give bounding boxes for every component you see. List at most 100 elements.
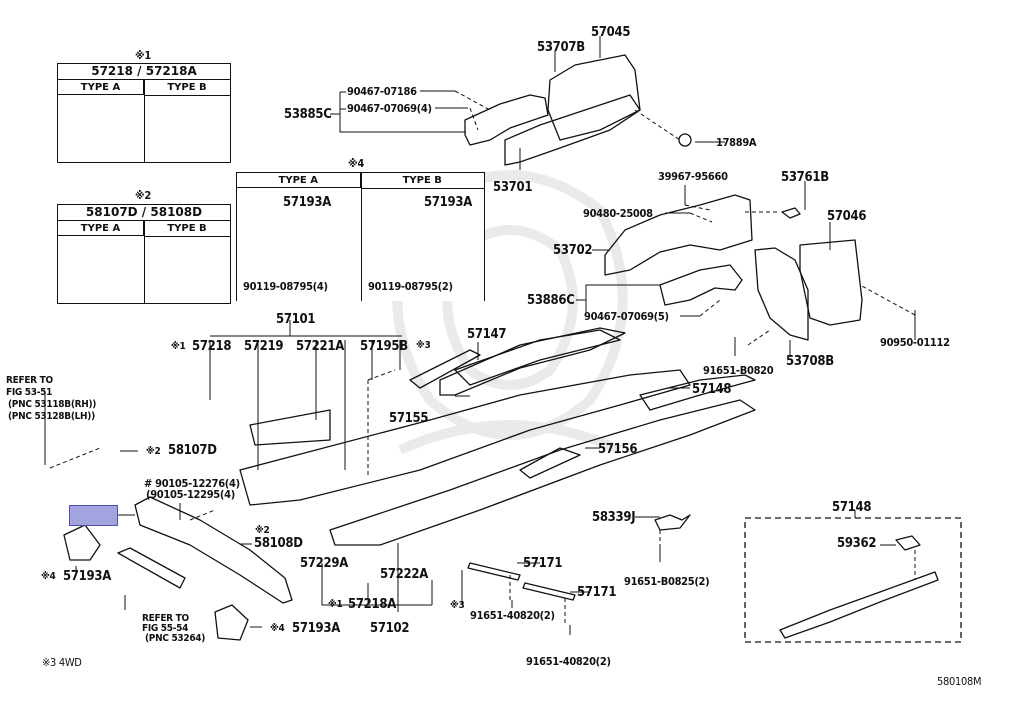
label-90467-07186[interactable]: 90467-07186 [347, 85, 417, 98]
part-57171-a [467, 562, 521, 581]
part-refer-55-54 [117, 547, 186, 589]
label-39967-95660[interactable]: 39967-95660 [658, 170, 728, 183]
label-53885c[interactable]: 53885C [284, 107, 332, 122]
label-90467-07069-4[interactable]: 90467-07069(4) [347, 102, 432, 115]
label-57102[interactable]: 57102 [370, 621, 410, 636]
label-57218-ref: ※1 [171, 341, 186, 352]
refer-fig-53-51-line3: (PNC 53118B(RH)) [8, 399, 97, 410]
table-2-divider [144, 221, 145, 303]
label-90119-08795-4[interactable]: 90119-08795(4) [243, 280, 328, 293]
label-53886c[interactable]: 53886C [527, 293, 575, 308]
variant-table-57218: 57218 / 57218A TYPE A TYPE B [57, 63, 231, 163]
table-1-divider [144, 80, 145, 162]
variant-table-58107d: 58107D / 58108D TYPE A TYPE B [57, 204, 231, 304]
table-2-title: 58107D / 58108D [58, 205, 230, 221]
label-53702[interactable]: 53702 [553, 243, 593, 258]
label-58107d[interactable]: 58107D [168, 443, 217, 458]
label-57155[interactable]: 57155 [389, 411, 429, 426]
label-53701[interactable]: 53701 [493, 180, 533, 195]
label-90105-12295[interactable]: (90105-12295(4) [146, 488, 235, 501]
highlighted-callout-box[interactable] [69, 505, 118, 526]
label-91651-b0820[interactable]: 91651-B0820 [703, 364, 774, 377]
label-57195b[interactable]: 57195B [360, 339, 408, 354]
label-57156[interactable]: 57156 [598, 442, 638, 457]
label-58107d-ref: ※2 [146, 446, 161, 457]
part-17889a [678, 133, 692, 147]
label-57046[interactable]: 57046 [827, 209, 867, 224]
label-57193a-left[interactable]: 57193A [63, 569, 111, 584]
label-58108d-ref: ※2 [255, 525, 270, 536]
label-90950-01112[interactable]: 90950-01112 [880, 336, 950, 349]
frame-assembly [239, 327, 756, 546]
label-57193a-type-b[interactable]: 57193A [424, 195, 472, 210]
label-90119-08795-2[interactable]: 90119-08795(2) [368, 280, 453, 293]
label-90480-25008[interactable]: 90480-25008 [583, 207, 653, 220]
refer-fig-55-54-line1[interactable]: REFER TO [142, 613, 189, 624]
label-57171-b[interactable]: 57171 [577, 585, 617, 600]
part-57147-body [454, 329, 621, 386]
table-1-ref-mark: ※1 [135, 49, 151, 62]
part-58339j [654, 514, 691, 531]
label-57193a-bottom[interactable]: 57193A [292, 621, 340, 636]
label-57193a-left-ref: ※4 [41, 571, 56, 582]
label-91651-b0825[interactable]: 91651-B0825(2) [624, 575, 710, 588]
table-2-type-a: TYPE A [58, 221, 144, 236]
table-4-type-b: TYPE B [360, 173, 484, 189]
label-53707b[interactable]: 53707B [537, 40, 585, 55]
label-57218a-ref: ※1 [328, 599, 343, 610]
refer-fig-53-51-line2[interactable]: FIG 53-51 [6, 387, 53, 398]
label-57147[interactable]: 57147 [467, 327, 507, 342]
part-57156 [519, 447, 581, 479]
label-57218a[interactable]: 57218A [348, 597, 396, 612]
label-59362[interactable]: 59362 [837, 536, 877, 551]
label-57193a-type-a[interactable]: 57193A [283, 195, 331, 210]
label-57148-rail[interactable]: 57148 [692, 382, 732, 397]
part-57046 [799, 239, 863, 326]
label-90105-12276[interactable]: # 90105-12276(4) [144, 477, 240, 490]
part-59362 [895, 535, 921, 551]
table-4-ref-mark: ※4 [348, 157, 364, 170]
part-53702 [604, 194, 753, 276]
footnote-4wd: ※3 4WD [42, 656, 82, 669]
label-57229a[interactable]: 57229A [300, 556, 348, 571]
label-58108d[interactable]: 58108D [254, 536, 303, 551]
part-53885c [464, 94, 549, 146]
label-57219[interactable]: 57219 [244, 339, 284, 354]
part-57148-rail [639, 374, 756, 411]
refer-fig-53-51-line1[interactable]: REFER TO [6, 375, 53, 386]
label-57045[interactable]: 57045 [591, 25, 631, 40]
part-57193a-bottom [214, 604, 249, 641]
part-53707b [547, 54, 641, 141]
label-57171-a[interactable]: 57171 [523, 556, 563, 571]
part-53701 [504, 94, 641, 166]
label-57218[interactable]: 57218 [192, 339, 232, 354]
label-91651-40820-a[interactable]: 91651-40820(2) [470, 609, 555, 622]
label-17889a[interactable]: 17889A [716, 136, 757, 149]
part-57155 [409, 349, 481, 389]
label-53708b[interactable]: 53708B [786, 354, 834, 369]
part-53708b [754, 247, 809, 341]
label-57101[interactable]: 57101 [276, 312, 316, 327]
watermark-emblem [392, 170, 628, 455]
label-57193a-bottom-ref: ※4 [270, 623, 285, 634]
table-2-type-b: TYPE B [144, 221, 230, 237]
part-57148-sill [779, 571, 939, 639]
label-57195b-ref: ※3 [416, 340, 431, 351]
table-1-type-b: TYPE B [144, 80, 230, 96]
label-57221a[interactable]: 57221A [296, 339, 344, 354]
part-53761b [781, 207, 801, 219]
part-57193a-left [63, 524, 101, 561]
label-57102-ref3: ※3 [450, 600, 465, 611]
table-2-ref-mark: ※2 [135, 189, 151, 202]
refer-fig-55-54-line2[interactable]: FIG 55-54 [142, 623, 189, 634]
label-58339j[interactable]: 58339J [592, 510, 636, 525]
label-53761b[interactable]: 53761B [781, 170, 829, 185]
label-91651-40820-b[interactable]: 91651-40820(2) [526, 655, 611, 668]
part-front-crossmember [134, 496, 293, 604]
label-57148-group[interactable]: 57148 [832, 500, 872, 515]
label-57222a[interactable]: 57222A [380, 567, 428, 582]
table-4-divider [360, 173, 362, 301]
refer-fig-53-51-line4: (PNC 53128B(LH)) [8, 411, 95, 422]
part-53886c [659, 264, 743, 306]
label-90467-07069-5[interactable]: 90467-07069(5) [584, 310, 669, 323]
